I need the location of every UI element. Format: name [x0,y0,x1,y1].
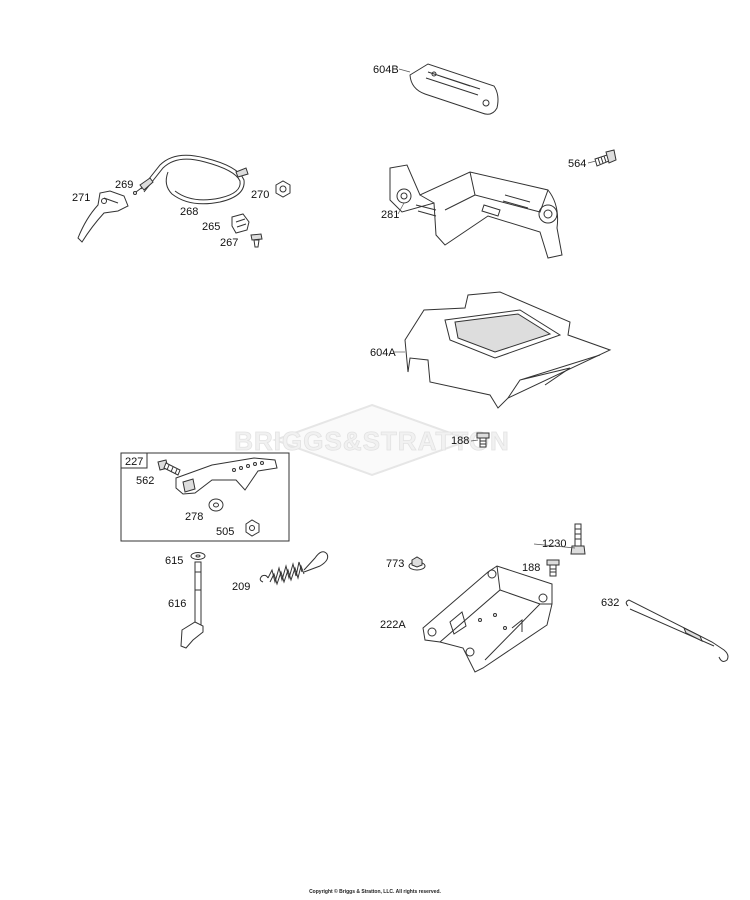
part-604B-bracket[interactable] [409,63,499,115]
part-615-washer[interactable] [190,552,206,560]
part-773-nut[interactable] [408,556,426,571]
callout-773: 773 [386,558,404,570]
callout-604B: 604B [373,64,399,76]
callout-615: 615 [165,555,183,567]
callout-209: 209 [232,581,250,593]
part-267-screw[interactable] [250,233,263,248]
callout-281: 281 [381,209,399,221]
callout-1230: 1230 [542,538,566,550]
callout-632: 632 [601,597,619,609]
part-278-washer[interactable] [208,498,224,512]
part-505-nut[interactable] [245,519,260,537]
briggs-stratton-watermark: BRIGGS&STRATTON [234,403,509,477]
callout-604A: 604A [370,347,396,359]
part-271-lever[interactable] [77,190,129,243]
callout-271: 271 [72,192,90,204]
callout-227: 227 [125,456,143,468]
watermark-brand: BRIGGS&STRATTON [234,426,509,456]
part-270-nut[interactable] [275,180,291,198]
callout-188-lower: 188 [522,562,540,574]
callout-222A: 222A [380,619,406,631]
group-227-box [120,452,290,542]
callout-268: 268 [180,206,198,218]
part-188-bolt-upper[interactable] [476,432,490,448]
part-268-cable[interactable] [139,154,249,205]
part-227-governor-lever[interactable] [175,457,278,495]
part-616-governor-shaft[interactable] [180,561,204,649]
leader-lines [394,68,597,549]
part-1230-stud[interactable] [570,523,586,555]
callout-562: 562 [136,475,154,487]
part-604A-cover[interactable] [404,291,612,409]
part-265-clamp[interactable] [231,213,250,234]
part-562-screw[interactable] [157,459,181,476]
callout-270: 270 [251,189,269,201]
callout-616: 616 [168,598,186,610]
callout-278: 278 [185,511,203,523]
copyright-footer: Copyright © Briggs & Stratton, LLC. All … [309,889,441,895]
callout-267: 267 [220,237,238,249]
part-209-spring[interactable] [259,551,329,586]
part-281-control-bracket[interactable] [389,164,563,259]
part-564-screw[interactable] [594,149,617,167]
callout-265: 265 [202,221,220,233]
callout-188-upper: 188 [451,435,469,447]
callout-269: 269 [115,179,133,191]
callout-505: 505 [216,526,234,538]
part-188-bolt-lower[interactable] [546,559,560,577]
part-222A-base-bracket[interactable] [422,565,553,673]
part-632-link-rod[interactable] [625,599,729,662]
callout-564: 564 [568,158,586,170]
